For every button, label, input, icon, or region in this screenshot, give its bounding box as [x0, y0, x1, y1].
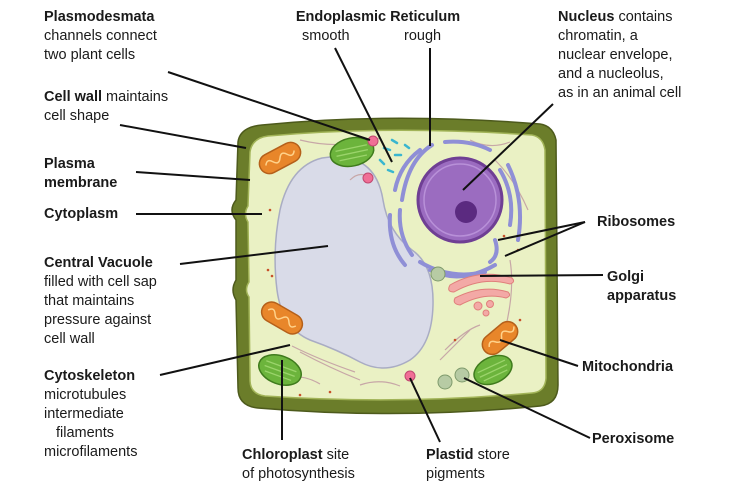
nucleus — [416, 156, 504, 244]
er-smooth-label: smooth — [302, 28, 350, 44]
plastid-desc: pigments — [426, 466, 485, 482]
mitochondria — [258, 141, 519, 356]
nucleus-title: Nucleus — [558, 9, 615, 25]
cytoplasm-title: Cytoplasm — [44, 206, 119, 222]
plasmodesmata-desc-2: two plant cells — [44, 47, 136, 63]
mitochondria-title: Mitochondria — [582, 359, 674, 375]
plastid-title: Plastid — [426, 447, 474, 463]
label-plasma-membrane: Plasma membrane — [44, 155, 117, 193]
chloroplast-rest: site — [322, 447, 350, 463]
chloroplast-title: Chloroplast — [242, 447, 323, 463]
label-peroxisome: Peroxisome — [592, 430, 674, 449]
label-central-vacuole: Central Vacuole filled with cell sap tha… — [44, 254, 157, 349]
central-vacuole-desc-4: cell wall — [44, 331, 95, 347]
cytoskeleton-title: Cytoskeleton — [44, 368, 136, 384]
nucleolus — [455, 201, 477, 223]
central-vacuole-desc-1: filled with cell sap — [44, 274, 157, 290]
peroxisome-title: Peroxisome — [592, 431, 675, 447]
er-rough-label: rough — [404, 28, 442, 44]
cytoskeleton-desc-3: filaments — [56, 425, 115, 441]
vesicle — [430, 266, 446, 282]
chloroplasts — [258, 136, 513, 386]
ribosomes-title: Ribosomes — [597, 214, 676, 230]
plastid-3 — [367, 135, 379, 147]
golgi-line-2: apparatus — [607, 288, 677, 304]
plasma-membrane-line-1: Plasma — [44, 156, 95, 172]
plasmodesmata-desc-1: channels connect — [44, 28, 157, 44]
golgi-apparatus — [448, 273, 515, 317]
label-ribosomes: Ribosomes — [597, 213, 675, 232]
label-golgi-apparatus: Golgi apparatus — [607, 268, 676, 306]
nucleus-envelope — [423, 163, 497, 237]
nucleus-desc-1: chromatin, a — [558, 28, 638, 44]
central-vacuole-desc-3: pressure against — [44, 312, 152, 328]
nucleus-desc-4: as in an animal cell — [558, 85, 682, 101]
cytoskeleton-desc-2: intermediate — [44, 406, 124, 422]
nucleus-desc-3: and a nucleolus, — [558, 66, 664, 82]
cell-wall-rest: maintains — [102, 89, 169, 105]
nucleus-desc-2: nuclear envelope, — [558, 47, 673, 63]
chloroplast-desc: of photosynthesis — [242, 466, 355, 482]
label-plasmodesmata: Plasmodesmata channels connect two plant… — [44, 8, 157, 65]
peroxisome — [437, 374, 453, 390]
er-title: Endoplasmic Reticulum — [295, 9, 461, 25]
central-vacuole-title: Central Vacuole — [44, 255, 153, 271]
plasma-membrane-line-2: membrane — [44, 175, 118, 191]
cytoskeleton-desc-1: microtubules — [44, 387, 127, 403]
nucleus-rest: contains — [614, 9, 673, 25]
plastid-rest: store — [473, 447, 510, 463]
label-cytoskeleton: Cytoskeleton microtubules intermediate f… — [44, 367, 137, 462]
label-chloroplast: Chloroplast site of photosynthesis — [242, 446, 355, 484]
plastid-2 — [362, 172, 374, 184]
golgi-line-1: Golgi — [607, 269, 645, 285]
label-endoplasmic-reticulum: Endoplasmic Reticulum — [278, 8, 478, 27]
label-cytoplasm: Cytoplasm — [44, 205, 118, 224]
cell-wall-title: Cell wall — [44, 89, 103, 105]
cytoskeleton-desc-4: microfilaments — [44, 444, 138, 460]
central-vacuole-desc-2: that maintains — [44, 293, 135, 309]
label-nucleus: Nucleus contains chromatin, a nuclear en… — [558, 8, 681, 103]
label-mitochondria: Mitochondria — [582, 358, 673, 377]
plasmodesmata-title: Plasmodesmata — [44, 9, 155, 25]
pointer-lines — [119, 47, 604, 443]
plastid — [404, 370, 416, 382]
label-plastid: Plastid store pigments — [426, 446, 510, 484]
cell-wall-desc: cell shape — [44, 108, 110, 124]
label-cell-wall: Cell wall maintains cell shape — [44, 88, 168, 126]
